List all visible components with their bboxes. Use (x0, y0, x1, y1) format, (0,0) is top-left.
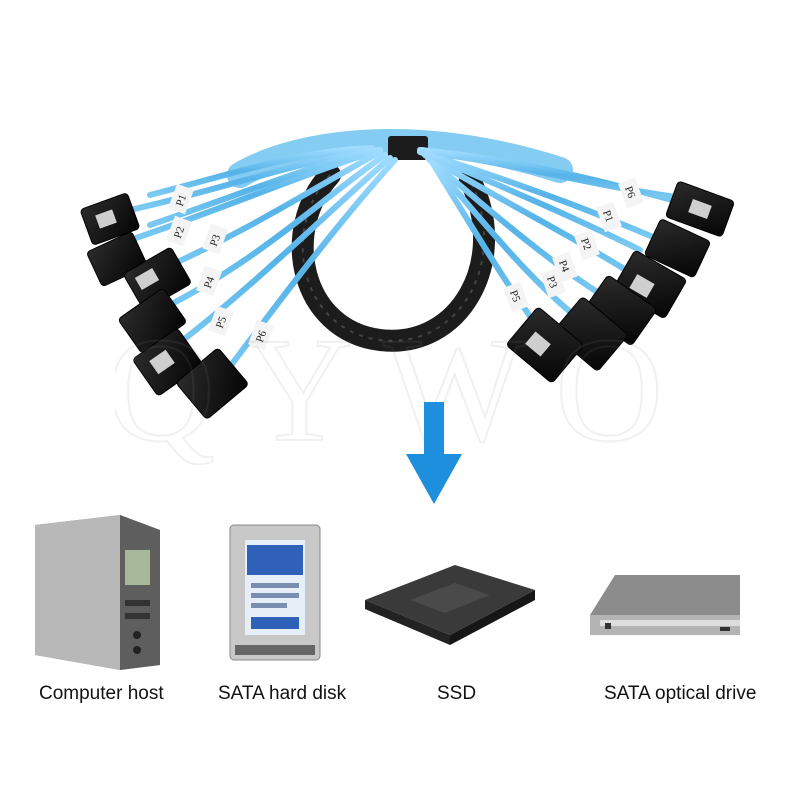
svg-text:P6: P6 (254, 328, 269, 343)
svg-text:P5: P5 (214, 314, 229, 329)
computer-host-icon (35, 515, 160, 670)
device-label-computer-host: Computer host (39, 683, 164, 704)
port-label-right-3: P2 (574, 229, 600, 261)
port-label-right-6: P5 (503, 281, 529, 313)
port-label-left-1: P1 (168, 183, 194, 215)
device-label-ssd: SSD (437, 683, 477, 704)
svg-text:P3: P3 (544, 275, 559, 290)
svg-text:P6: P6 (622, 185, 637, 200)
svg-text:P2: P2 (172, 225, 187, 240)
optical-drive-icon (590, 575, 740, 635)
device-label-hard-disk: SATA hard disk (218, 683, 347, 704)
svg-text:P5: P5 (507, 289, 522, 304)
svg-text:P4: P4 (202, 274, 217, 289)
down-arrow-icon (406, 402, 462, 504)
port-label-left-3: P3 (202, 223, 228, 255)
hard-disk-icon (229, 524, 321, 661)
svg-text:P3: P3 (208, 232, 223, 247)
device-label-optical-drive: SATA optical drive (604, 683, 757, 704)
port-label-left-2: P2 (166, 215, 192, 247)
sata-cable-image: P1 P2 P3 P4 P5 P6 (80, 129, 735, 419)
port-label-left-5: P5 (208, 305, 234, 337)
svg-text:P1: P1 (600, 209, 615, 224)
port-label-left-4: P4 (196, 265, 222, 297)
ssd-icon (365, 565, 535, 645)
svg-text:P1: P1 (174, 193, 189, 208)
port-label-left-6: P6 (248, 319, 274, 351)
port-label-right-1: P6 (618, 177, 644, 209)
port-label-right-5: P3 (540, 267, 566, 299)
svg-text:P4: P4 (556, 259, 571, 274)
port-label-right-2: P1 (596, 201, 622, 233)
svg-text:P2: P2 (578, 237, 593, 252)
